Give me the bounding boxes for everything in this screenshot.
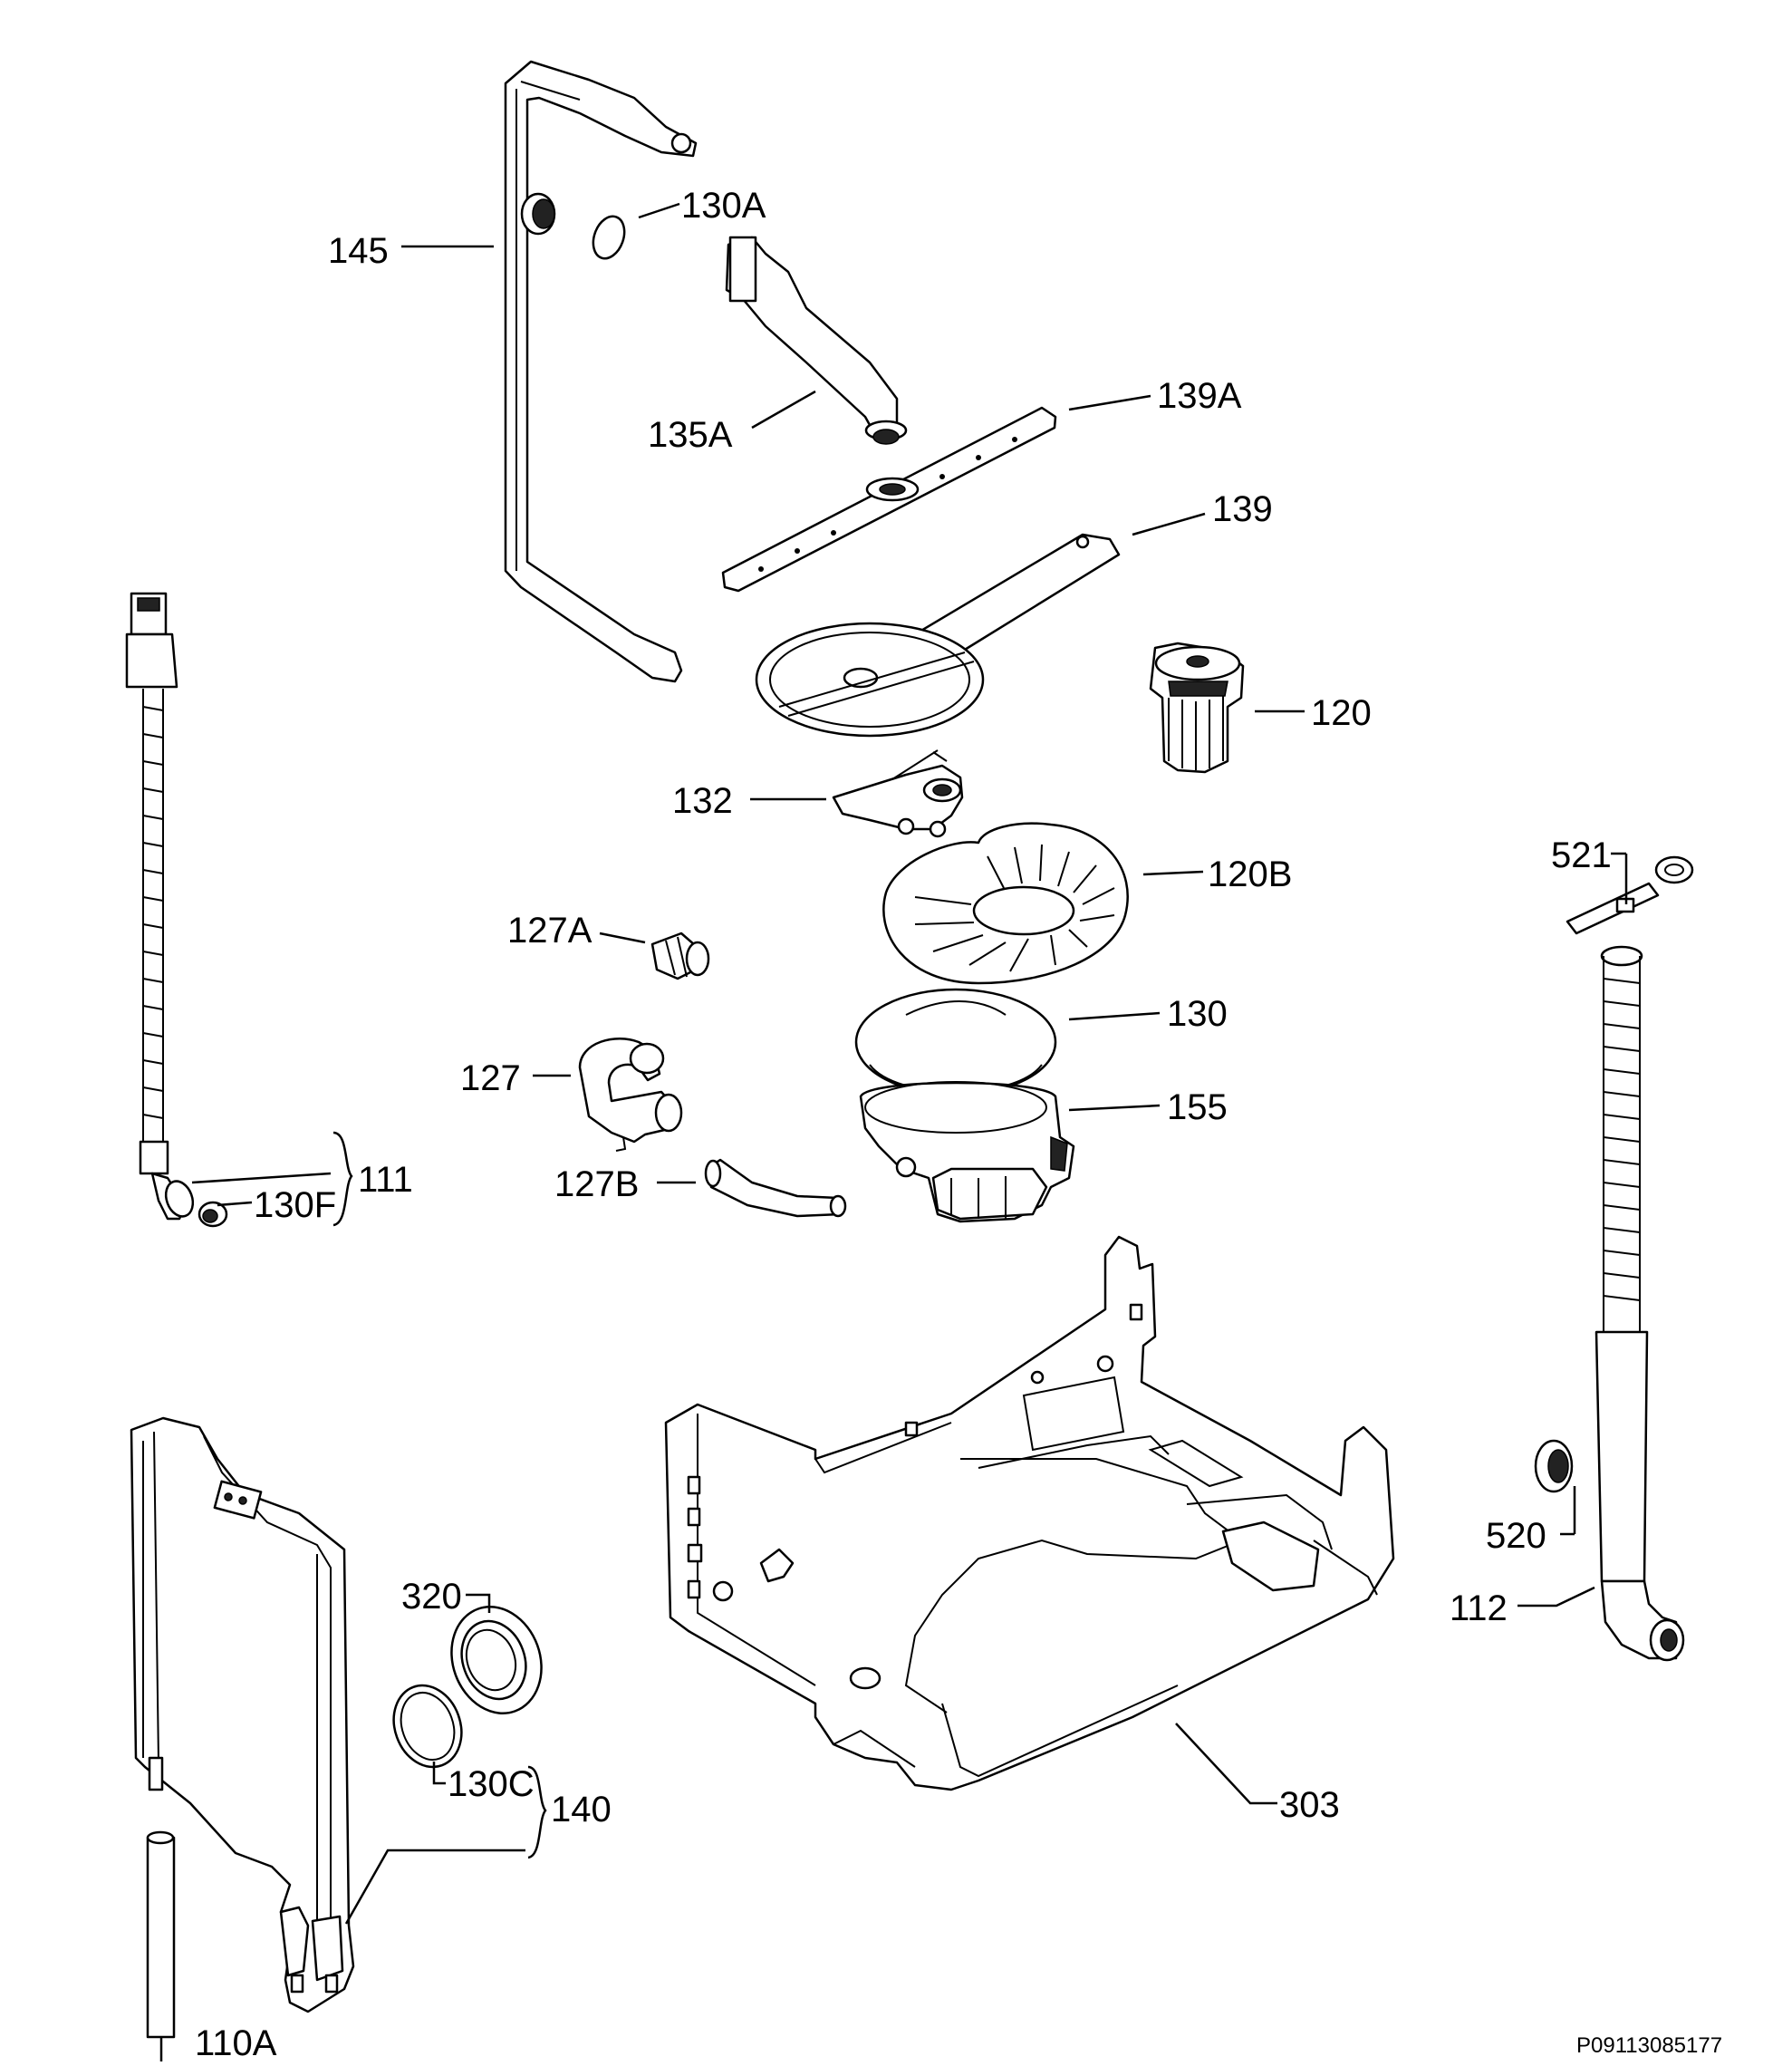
part-320-seal: [450, 1606, 543, 1714]
part-139-lower-spray-arm: [755, 533, 1121, 738]
part-labels: 145 130A 135A 139A 139 120 132 120B 127A…: [195, 186, 1722, 2063]
label-320: 320: [401, 1577, 462, 1617]
part-112-drain-hose: [1594, 945, 1685, 1662]
label-120B: 120B: [1208, 854, 1292, 894]
part-127B-hose: [704, 1158, 847, 1218]
label-130: 130: [1167, 994, 1228, 1034]
label-120: 120: [1311, 693, 1372, 733]
part-120B-sieve: [882, 822, 1129, 985]
label-139: 139: [1212, 489, 1273, 529]
label-127: 127: [460, 1058, 521, 1098]
part-127-elbow-pipe: [578, 1038, 683, 1152]
label-127B: 127B: [554, 1164, 639, 1204]
label-130F: 130F: [254, 1185, 336, 1225]
leader-lines: [159, 202, 1628, 2066]
label-520: 520: [1486, 1516, 1546, 1556]
label-521: 521: [1551, 835, 1612, 875]
part-130-sump-gasket: [854, 988, 1057, 1096]
label-140: 140: [551, 1790, 612, 1829]
part-521-clip: [1566, 855, 1694, 935]
label-112: 112: [1450, 1588, 1508, 1628]
label-130C: 130C: [448, 1764, 535, 1804]
part-127A-coupling: [650, 932, 710, 980]
drawing-code: P09113085177: [1576, 2033, 1722, 2058]
label-145: 145: [328, 231, 389, 271]
part-130C-o-ring: [392, 1684, 463, 1769]
part-520-grommet: [1534, 1439, 1574, 1493]
part-132-bracket: [832, 749, 964, 838]
label-132: 132: [672, 781, 733, 821]
part-110A-tube: [146, 1830, 176, 2039]
part-130F-fitting: [198, 1201, 228, 1228]
part-140-side-panel: [130, 1416, 355, 2013]
part-303-base-frame: [664, 1235, 1395, 1791]
part-139A-upper-spray-arm: [721, 406, 1057, 593]
label-110A: 110A: [195, 2023, 277, 2061]
part-135A-spray-arm-feed: [725, 236, 908, 445]
part-120-filter: [1149, 642, 1245, 774]
label-130A: 130A: [681, 186, 766, 226]
label-155: 155: [1167, 1087, 1228, 1127]
label-111: 111: [358, 1160, 413, 1200]
part-111-inlet-hose: [125, 592, 195, 1221]
label-303: 303: [1279, 1785, 1340, 1825]
label-135A: 135A: [648, 415, 733, 455]
part-145-spray-tube: [504, 60, 698, 683]
label-127A: 127A: [507, 911, 593, 951]
part-130A-o-ring: [592, 215, 626, 260]
part-155-sump: [859, 1081, 1075, 1223]
label-139A: 139A: [1157, 376, 1242, 416]
